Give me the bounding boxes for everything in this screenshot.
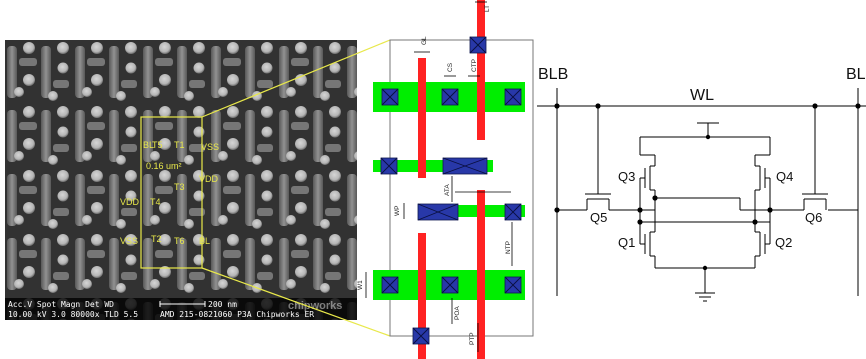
sram-schematic — [537, 88, 866, 302]
layout-dimension-labels: LT GL CS CTP ATA WP NTP W1 POA PTP — [357, 5, 512, 345]
sem-label-t6: T6 — [174, 236, 185, 246]
gate-left — [418, 58, 426, 178]
sem-caption-values: 10.00 kV 3.0 80000x TLD 5.5 — [8, 310, 138, 319]
schematic-nodes — [554, 103, 861, 271]
sem-label-dimension: 0.16 um² — [146, 161, 182, 171]
contact-crosses — [380, 36, 522, 345]
layout-cell-outline — [389, 39, 534, 337]
sem-label-t1: T1 — [174, 140, 185, 150]
sem-label-blb: BL — [199, 236, 210, 246]
sem-label-t5: T5 — [152, 140, 163, 150]
gate-right-bottom — [477, 190, 485, 359]
dim-poa: POA — [454, 306, 461, 320]
sem-cell-box — [140, 116, 203, 269]
sem-label-t4: T4 — [150, 197, 161, 207]
dim-gl: GL — [421, 36, 428, 45]
sem-label-t3: T3 — [174, 182, 185, 192]
label-q4: Q4 — [776, 169, 793, 184]
dim-ctp: CTP — [471, 59, 478, 72]
sem-micrograph: BL T5 T1 VSS 0.16 um² T3 VDD VDD T4 VSS … — [5, 40, 357, 320]
sem-label-vss-top: VSS — [201, 142, 219, 152]
gate-right-top — [477, 0, 485, 140]
dim-w1: W1 — [357, 280, 364, 290]
label-q1: Q1 — [618, 235, 635, 250]
cell-layout: LT GL CS CTP ATA WP NTP W1 POA PTP — [357, 0, 534, 359]
dim-ntp: NTP — [505, 241, 512, 254]
sem-label-t2: T2 — [151, 234, 162, 244]
label-wl: WL — [690, 87, 714, 104]
sem-watermark: chipworks — [288, 300, 342, 312]
dim-wp: WP — [394, 206, 401, 216]
label-q6: Q6 — [805, 210, 822, 225]
label-bl: BL — [846, 66, 866, 83]
dim-lt: LT — [484, 5, 491, 12]
dimension-arrows — [365, 1, 513, 352]
label-blb: BLB — [538, 66, 568, 83]
sem-label-vdd-right: VDD — [199, 174, 219, 184]
schematic-labels: BLB WL BL Q3 Q4 Q5 Q6 Q1 Q2 — [538, 66, 866, 250]
label-q5: Q5 — [590, 210, 607, 225]
zoom-lines — [201, 39, 391, 337]
sem-label-vdd-left: VDD — [120, 197, 140, 207]
sem-caption-bar: Acc.V Spot Magn Det WD 10.00 kV 3.0 8000… — [5, 298, 357, 320]
gate-left-bottom — [418, 233, 426, 359]
sem-label-bl: BL — [143, 140, 154, 150]
sem-caption-header: Acc.V Spot Magn Det WD — [8, 300, 114, 309]
sem-sample-label: AMD 215-0821060 P3A Chipworks ER — [160, 310, 314, 319]
label-q2: Q2 — [775, 235, 792, 250]
label-q3: Q3 — [618, 169, 635, 184]
sem-scale-label: 200 nm — [208, 300, 237, 309]
dim-ata: ATA — [444, 184, 451, 196]
sem-label-vss-bottom: VSS — [120, 236, 138, 246]
dim-cs: CS — [447, 62, 454, 72]
dim-ptp: PTP — [469, 332, 476, 345]
sem-cell-labels: BL T5 T1 VSS 0.16 um² T3 VDD VDD T4 VSS … — [120, 140, 219, 246]
